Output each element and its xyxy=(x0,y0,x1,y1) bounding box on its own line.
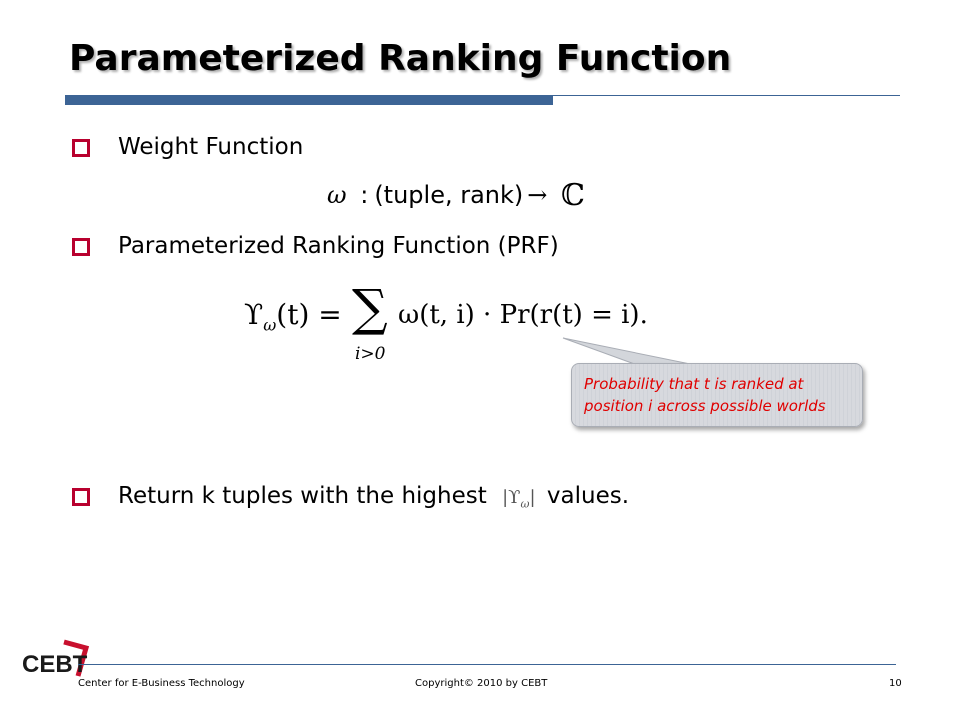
cebt-logo: CEBT xyxy=(22,639,90,678)
footer-page-number: 10 xyxy=(889,678,902,689)
prf-rhs: ω(t, i) · Pr(r(t) = i). xyxy=(398,300,648,330)
upsilon-symbol: ϒ xyxy=(244,298,264,331)
weight-args: (tuple, rank) xyxy=(374,181,524,209)
bullet-prf: Parameterized Ranking Function (PRF) xyxy=(118,233,559,259)
footer-copyright: Copyright© 2010 by CEBT xyxy=(415,678,548,689)
complex-set-symbol: ℂ xyxy=(561,178,585,213)
bullet-square-icon xyxy=(72,139,90,157)
colon-symbol: : xyxy=(360,181,369,209)
bullet-return-k-after: values. xyxy=(546,483,630,509)
prf-formula: ϒω(t) = xyxy=(244,298,342,335)
summation-subscript: i>0 xyxy=(355,344,386,364)
prf-lhs-arg: (t) = xyxy=(276,298,342,331)
bullet-return-k-before: Return k tuples with the highest xyxy=(118,483,487,509)
title-underline xyxy=(553,95,900,96)
bullet-weight-function: Weight Function xyxy=(118,134,304,160)
inline-omega-subscript: ω xyxy=(520,497,530,511)
inline-upsilon-symbol: ϒ xyxy=(508,487,521,508)
slide-title: Parameterized Ranking Function xyxy=(69,38,732,79)
inline-upsilon-abs: |ϒω| xyxy=(502,487,536,511)
arrow-symbol: → xyxy=(527,181,548,209)
omega-subscript: ω xyxy=(263,315,277,335)
abs-close: | xyxy=(529,487,536,508)
weight-function-formula: ω :(tuple, rank)→ ℂ xyxy=(327,178,585,213)
summation-symbol: ∑ xyxy=(352,279,388,337)
bullet-square-icon xyxy=(72,238,90,256)
title-accent-bar xyxy=(65,95,553,105)
omega-symbol: ω xyxy=(327,181,347,209)
footer-line xyxy=(78,664,896,665)
footer-org: Center for E-Business Technology xyxy=(78,678,245,689)
abs-open: | xyxy=(502,487,509,508)
callout-note: Probability that t is ranked at position… xyxy=(571,363,863,427)
logo-text: CEBT xyxy=(22,651,88,678)
bullet-return-k: Return k tuples with the highest |ϒω| va… xyxy=(118,483,629,511)
bullet-square-icon xyxy=(72,488,90,506)
